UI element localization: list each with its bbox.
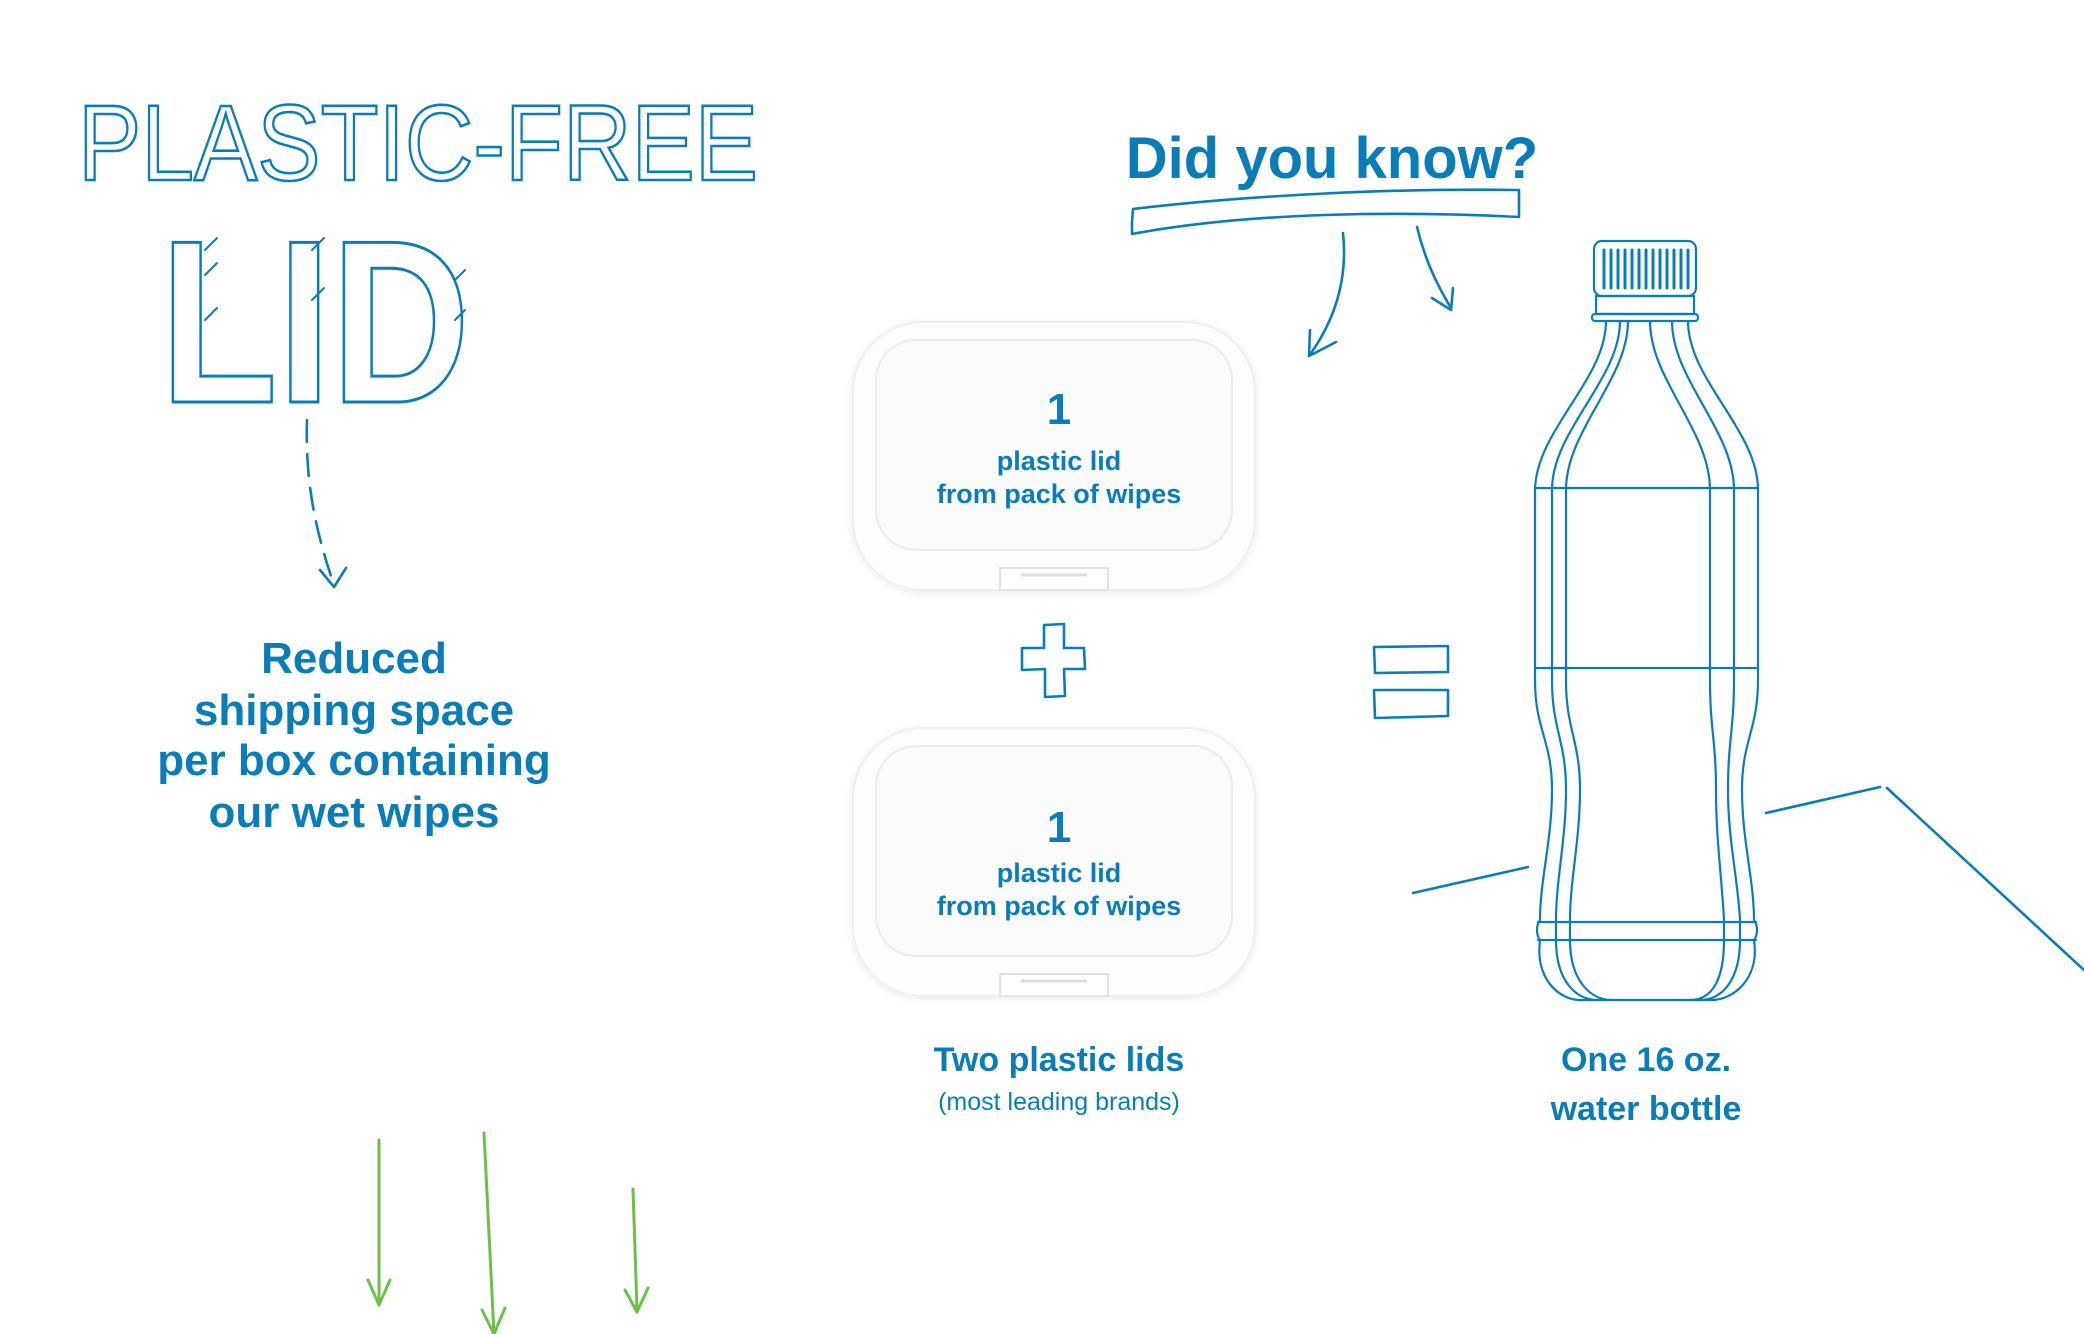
- svg-text:shipping space: shipping space: [194, 686, 514, 735]
- svg-text:per box containing: per box containing: [157, 736, 551, 785]
- decorative-lines: [1411, 785, 2084, 972]
- green-arrow-icons: [366, 1131, 650, 1334]
- dashed-arrow-icon: [305, 418, 348, 589]
- svg-text:our wet wipes: our wet wipes: [209, 788, 500, 837]
- wipes-lid-1: [852, 321, 1256, 591]
- lid-2-count: 1: [1047, 803, 1071, 852]
- headline-lid: LID: [160, 193, 470, 452]
- plus-icon: [1020, 622, 1087, 699]
- headline-plastic-free: PLASTIC-FREE: [78, 82, 758, 203]
- lid-3d-hatching: [204, 237, 466, 321]
- lid-1-label: plastic lid: [997, 446, 1122, 476]
- lid-2-label: plastic lid: [997, 858, 1122, 888]
- benefit-text: Reduced shipping space per box containin…: [157, 634, 551, 837]
- heading-underline-banner: [1130, 188, 1521, 236]
- bottle-caption-line1: One 16 oz.: [1561, 1041, 1731, 1079]
- water-bottle-icon: [1533, 239, 1760, 1002]
- curved-arrow-right-icon: [1415, 225, 1455, 312]
- lids-caption-title: Two plastic lids: [934, 1041, 1185, 1079]
- lid-2-sublabel: from pack of wipes: [937, 891, 1182, 921]
- lid-1-count: 1: [1047, 385, 1071, 434]
- lids-caption-subtitle: (most leading brands): [938, 1088, 1180, 1116]
- lid-1-sublabel: from pack of wipes: [937, 479, 1182, 509]
- equals-icon: [1372, 644, 1450, 720]
- svg-text:Reduced: Reduced: [261, 634, 447, 683]
- wipes-lid-2: [852, 727, 1256, 997]
- curved-arrow-left-icon: [1307, 231, 1346, 358]
- bottle-caption-line2: water bottle: [1550, 1090, 1742, 1128]
- did-you-know-heading: Did you know?: [1126, 126, 1538, 191]
